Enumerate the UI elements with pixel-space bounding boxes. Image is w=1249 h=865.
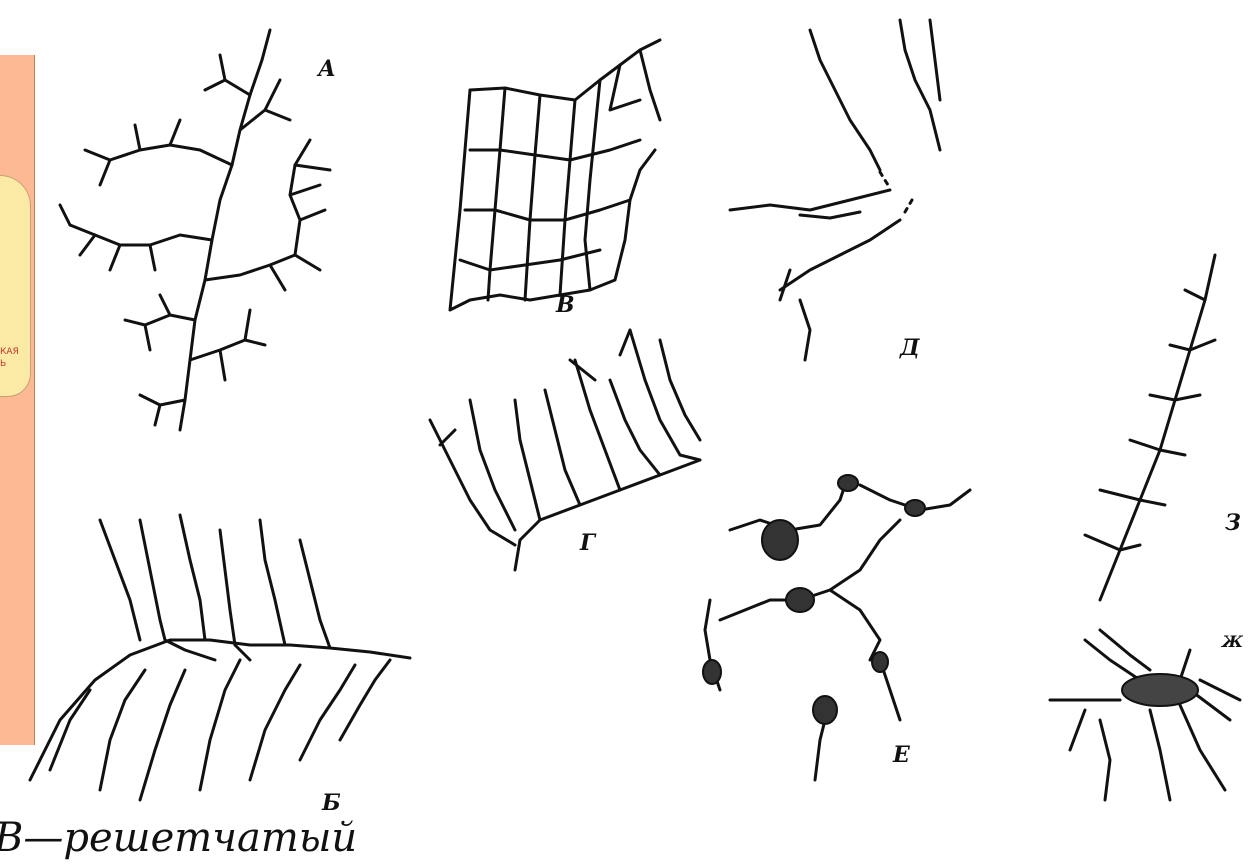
pattern-g bbox=[430, 330, 700, 570]
pattern-e bbox=[705, 485, 970, 780]
panel-label-b: Б bbox=[322, 790, 341, 816]
panel-label-g: Г bbox=[580, 530, 595, 556]
pattern-a-dendritic bbox=[60, 30, 330, 430]
pattern-zh bbox=[1050, 630, 1240, 800]
pattern-zh-lake bbox=[1122, 674, 1198, 706]
panel-label-e: Е bbox=[893, 742, 910, 768]
panel-label-d: Д bbox=[900, 335, 920, 361]
pattern-b bbox=[30, 515, 410, 800]
caption: В—решетчатый bbox=[0, 815, 357, 861]
pattern-d bbox=[730, 20, 940, 360]
panel-label-a: А bbox=[318, 56, 336, 82]
panel-label-v: В bbox=[556, 292, 575, 318]
panel-label-z: З bbox=[1225, 510, 1241, 536]
pattern-v-lattice bbox=[450, 40, 660, 310]
pattern-e-lakes bbox=[703, 475, 925, 724]
panel-label-zh: Ж bbox=[1222, 632, 1243, 651]
pattern-z bbox=[1085, 255, 1215, 600]
